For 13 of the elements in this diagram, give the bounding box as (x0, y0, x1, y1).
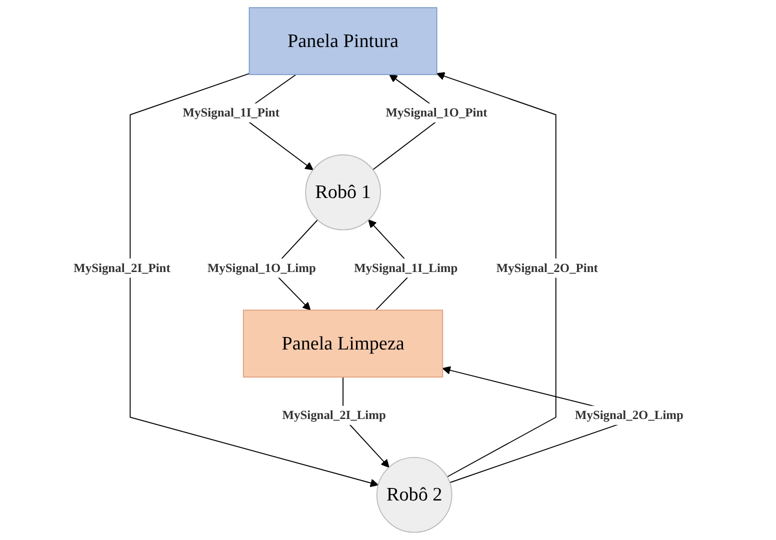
edge-label: MySignal_2I_Pint (74, 260, 170, 275)
edge-label: MySignal_1I_Limp (354, 260, 458, 275)
edge-label: MySignal_1I_Pint (182, 105, 280, 120)
edge-label: MySignal_2I_Limp (282, 408, 386, 422)
edge-label: MySignal_1O_Limp (207, 260, 316, 275)
node-box: Panela Limpeza (242, 310, 443, 378)
node-circle: Robô 2 (376, 456, 452, 533)
edge-label: MySignal_1O_Pint (386, 105, 488, 120)
edge-label: MySignal_2O_Limp (574, 408, 684, 422)
arrow (436, 72, 556, 478)
node-box: Panela Pintura (248, 7, 438, 76)
node-circle: Robô 1 (305, 154, 381, 230)
edge-label: MySignal_2O_Pint (496, 260, 598, 275)
